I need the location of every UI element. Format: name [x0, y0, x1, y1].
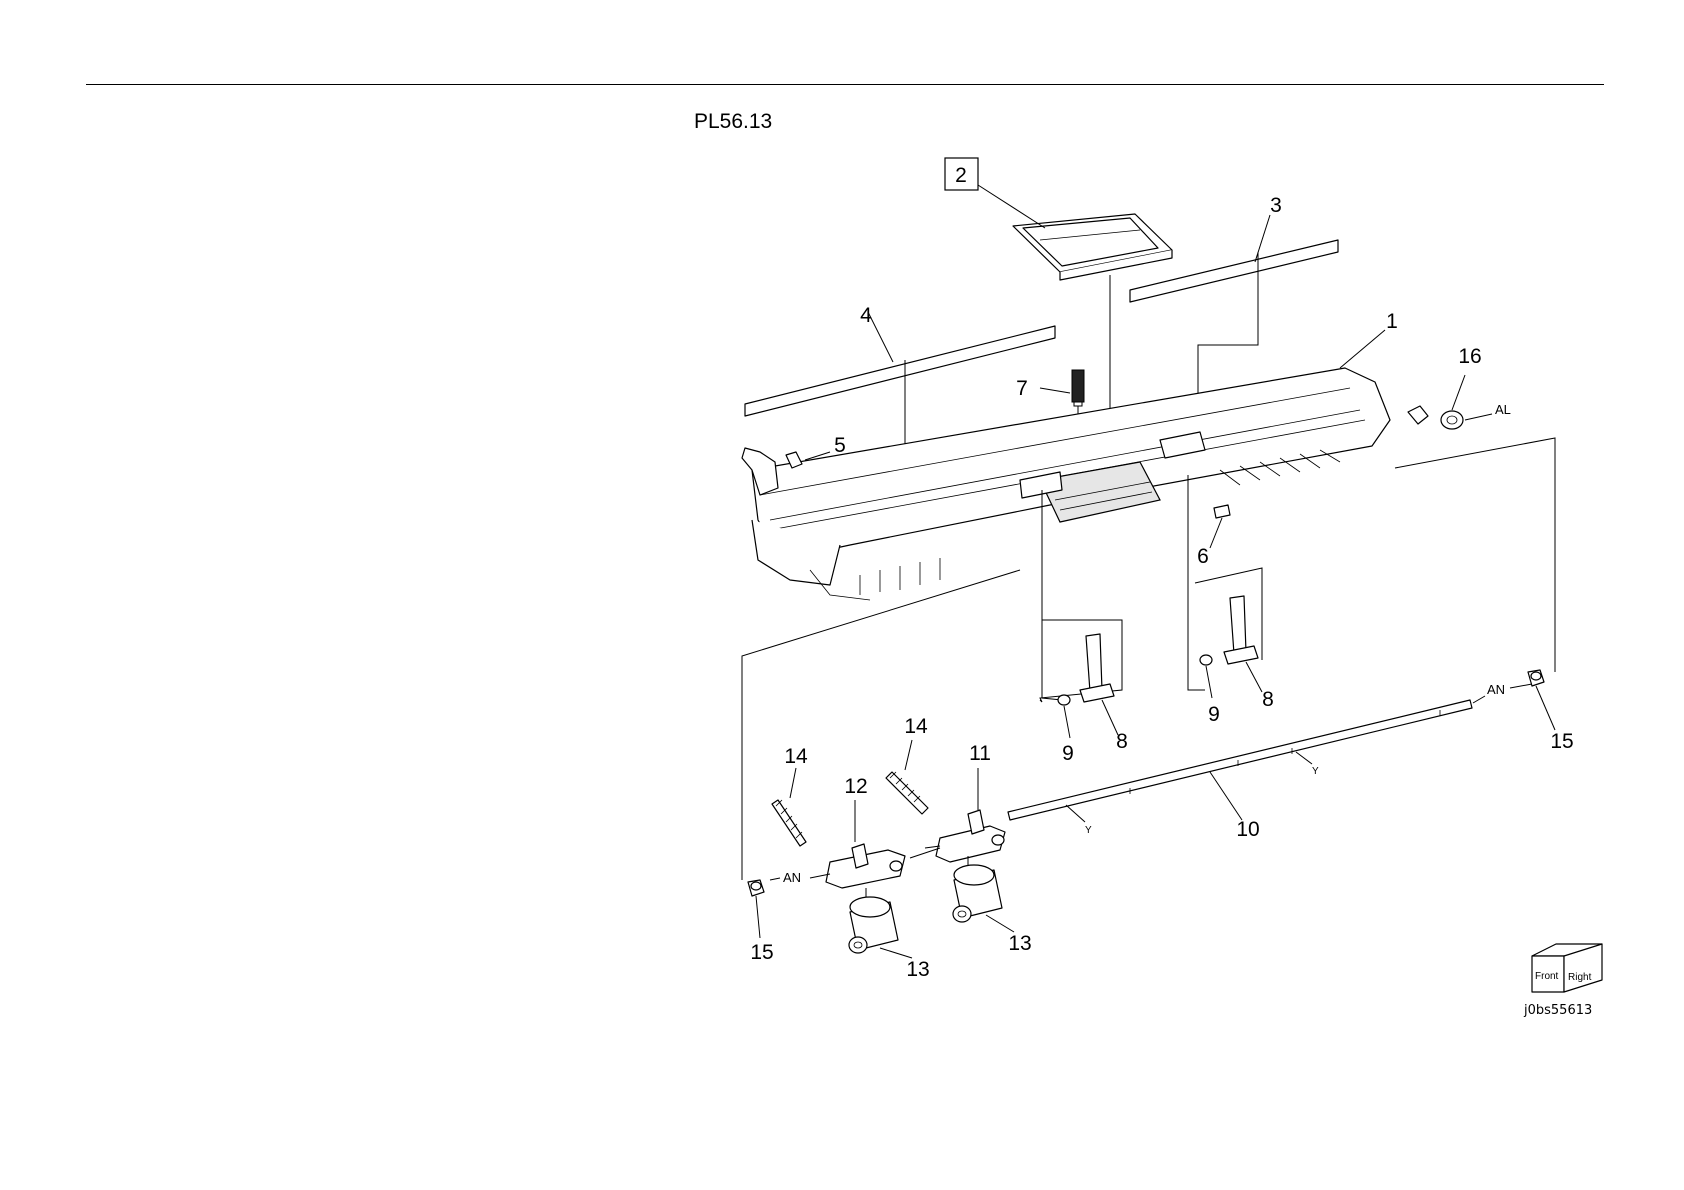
orientation-cube: Front Right [1532, 944, 1602, 992]
callout-6: 6 [1197, 545, 1209, 568]
callout-9-left: 9 [1062, 742, 1074, 765]
callout-15-right: 15 [1550, 730, 1573, 753]
part-9-spring-right [1200, 655, 1212, 665]
callout-3: 3 [1270, 194, 1282, 217]
part-2-cover [1013, 214, 1172, 280]
ref-y-right: Y [1312, 766, 1319, 777]
ref-al: AL [1495, 402, 1511, 417]
part-14-spring-right [886, 772, 928, 814]
cube-front-label: Front [1535, 971, 1559, 982]
part-9-spring-left [1058, 695, 1070, 705]
part-6-clip [1214, 505, 1230, 518]
callout-10: 10 [1236, 818, 1259, 841]
callout-14-right: 14 [904, 715, 928, 738]
callout-15-left: 15 [750, 941, 773, 964]
part-11-lever [936, 810, 1005, 862]
part-4-strip [745, 326, 1055, 416]
callout-box-2[interactable]: 2 [945, 158, 978, 190]
callout-16: 16 [1458, 345, 1481, 368]
cube-right-label: Right [1568, 972, 1592, 983]
callout-9-right: 9 [1208, 703, 1220, 726]
image-code: j0bs55613 [1523, 1003, 1592, 1018]
callout-11: 11 [969, 742, 991, 765]
callout-8-left: 8 [1116, 730, 1128, 753]
callout-1: 1 [1386, 310, 1398, 333]
part-12-lever [826, 844, 905, 888]
part-13-roller-left [849, 897, 898, 953]
part-15-bearing-left [748, 880, 764, 896]
callout-13-left: 13 [906, 958, 929, 981]
part-10-shaft [1008, 700, 1472, 820]
callout-14-left: 14 [784, 745, 808, 768]
part-1-frame [742, 368, 1428, 600]
ref-an-right: AN [1487, 682, 1505, 697]
part-14-spring-left [772, 800, 806, 846]
callout-5: 5 [834, 434, 846, 457]
callout-13-right: 13 [1008, 932, 1031, 955]
part-13-roller-right [953, 865, 1002, 922]
part-15-bearing-right [1528, 670, 1544, 686]
part-8-actuator-right [1224, 596, 1258, 664]
part-16-bushing [1441, 411, 1463, 429]
callout-8-right: 8 [1262, 688, 1274, 711]
callout-7: 7 [1016, 377, 1028, 400]
part-8-actuator-left [1080, 634, 1114, 702]
callout-12: 12 [844, 775, 867, 798]
part-7-spring [1072, 370, 1084, 406]
ref-y-left: Y [1085, 825, 1092, 836]
ref-an-left: AN [783, 870, 801, 885]
callout-4: 4 [860, 304, 872, 327]
callout-2: 2 [955, 164, 967, 187]
